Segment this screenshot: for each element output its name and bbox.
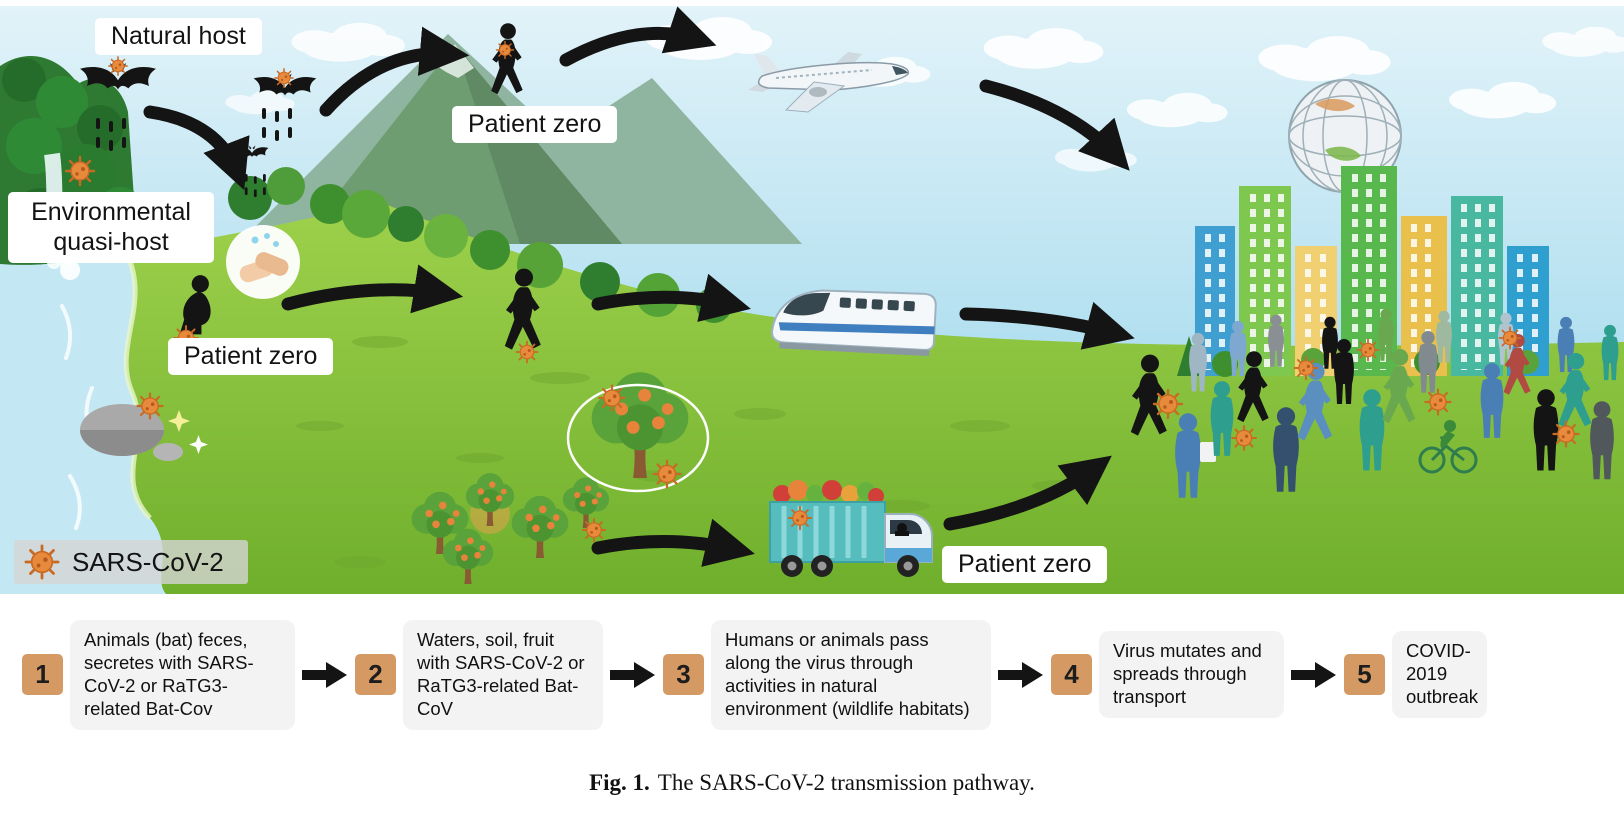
arrow-orchard-to-truck-icon [591,518,755,567]
legend-arrow-icon [998,661,1043,688]
environmental-quasi-host-label: Environmental quasi-host [8,192,214,263]
arrow-plane-to-city-icon [979,79,1130,171]
sars-cov-2-label-text: SARS-CoV-2 [72,546,224,577]
circled-fruit-tree-icon [566,372,710,493]
virus-icon [652,459,682,489]
sars-cov-2-label: SARS-CoV-2 [14,540,248,584]
virus-icon [24,544,60,580]
fruit-truck-icon [769,480,933,577]
scene-art [0,6,1624,594]
virus-icon [598,384,626,412]
step-text: Animals (bat) feces, secretes with SARS-… [70,620,295,730]
orchard-icon [411,473,610,584]
natural-host-label: Natural host [95,18,262,55]
transmission-arrows [143,6,1135,567]
step-text: Waters, soil, fruit with SARS-CoV-2 or R… [403,620,603,730]
virus-icon [1356,338,1380,362]
legend-arrow-icon [1291,661,1336,688]
fruit-load [773,480,884,504]
virus-icon [581,517,607,543]
virus-icon [495,40,515,60]
virus-icon [1152,388,1184,420]
virus-icon [274,68,294,88]
arrow-riverbank-to-walker-icon [281,264,464,314]
cyclist-icon [1418,420,1478,474]
arrow-truck-to-crowd-icon [943,455,1112,531]
figure-caption-text: The SARS-CoV-2 transmission pathway. [657,770,1035,795]
step-number-badge: 4 [1051,654,1092,696]
handwashing-icon [226,225,300,299]
patient-zero-label-bottom: Patient zero [942,546,1108,583]
virus-icon [1552,420,1580,448]
virus-icon [108,56,128,76]
step-number-badge: 5 [1344,654,1385,696]
step-text: Humans or animals pass along the virus t… [711,620,991,730]
legend-step-5: 5 COVID-2019 outbreak [1344,631,1487,719]
figure-caption: Fig. 1. The SARS-CoV-2 transmission pathw… [0,770,1624,796]
bullet-train-icon [771,289,937,357]
legend-step-1: 1 Animals (bat) feces, secretes with SAR… [22,620,295,730]
step-number-badge: 1 [22,654,63,696]
legend-step-3: 3 Humans or animals pass along the virus… [663,620,991,730]
virus-icon [1293,355,1319,381]
virus-icon [64,155,96,187]
legend-arrow-icon [610,661,655,688]
patient-zero-label-top: Patient zero [452,106,618,143]
arrow-hiker-to-plane-icon [559,6,717,67]
step-number-badge: 2 [355,654,396,696]
virus-icon [515,340,539,364]
arrow-walker-to-train-icon [591,273,751,322]
legend-step-4: 4 Virus mutates and spreads through tran… [1051,631,1284,719]
crowd-icon [1130,308,1619,498]
step-text: COVID-2019 outbreak [1392,631,1487,719]
arrow-train-to-crowd-icon [959,301,1135,350]
horizon-bushes [228,167,732,323]
figure-caption-label: Fig. 1. [589,770,650,795]
virus-icon [1231,425,1257,451]
legend-strip: 1 Animals (bat) feces, secretes with SAR… [0,606,1624,730]
patient-zero-label-left: Patient zero [168,338,334,375]
arrow-bat-to-environment-icon [143,105,250,191]
transmission-scene: Natural host Environmental quasi-host Pa… [0,6,1624,594]
legend-arrow-icon [302,661,347,688]
virus-icon [787,505,813,531]
virus-icon [1498,326,1522,350]
legend-step-2: 2 Waters, soil, fruit with SARS-CoV-2 or… [355,620,603,730]
airplane-icon [748,52,910,113]
grass-field [0,202,1624,594]
step-number-badge: 3 [663,654,704,696]
arrow-bat-to-hiker-icon [319,26,470,117]
rock-icon [80,404,208,461]
step-text: Virus mutates and spreads through transp… [1099,631,1284,719]
virus-icon [136,392,164,420]
virus-icon [1424,388,1452,416]
